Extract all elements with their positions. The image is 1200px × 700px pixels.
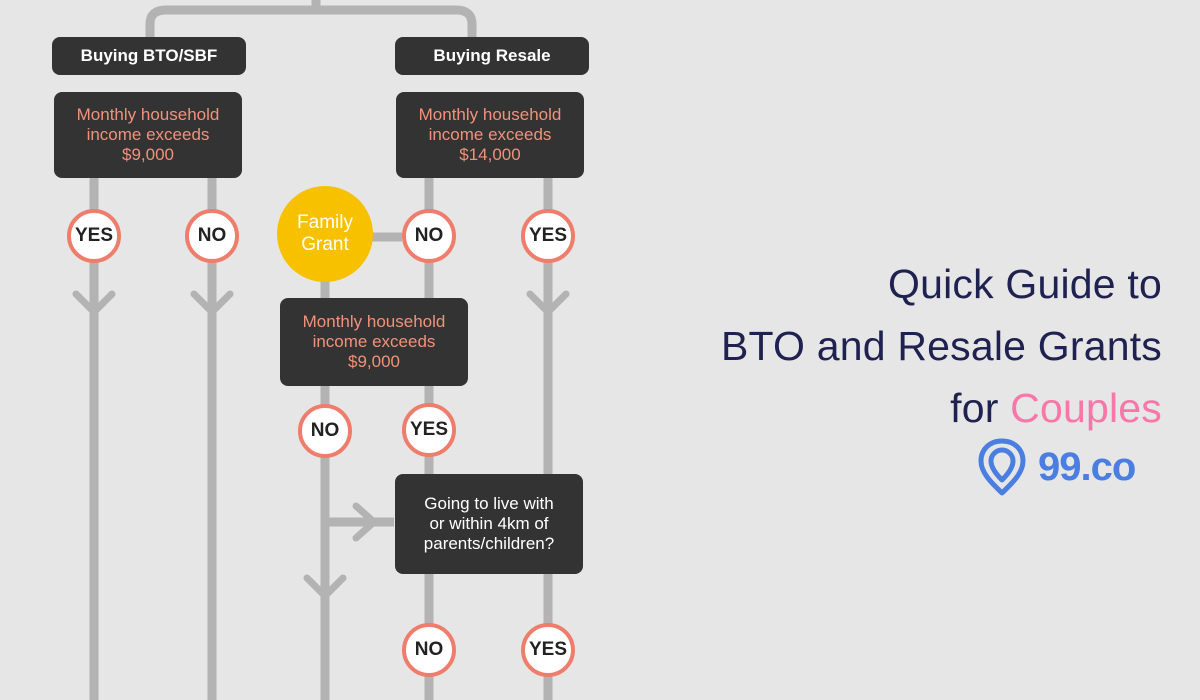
condition-mid-text: Monthly household income exceeds $9,000 — [302, 312, 446, 371]
family-grant-badge: Family Grant — [277, 186, 373, 282]
title-line-1: Quick Guide to — [888, 261, 1162, 307]
header-buying-resale: Buying Resale — [395, 37, 589, 75]
title-highlight: Couples — [1010, 385, 1162, 431]
condition-bto-text: Monthly household income exceeds $9,000 — [76, 105, 220, 164]
arrow-mid-no — [303, 574, 347, 600]
title-line-3-prefix: for — [950, 385, 999, 431]
arrow-resale-yes — [526, 290, 570, 316]
arrow-bto-no — [190, 290, 234, 316]
resale-no-circle: NO — [402, 209, 456, 263]
question-yes-circle: YES — [521, 623, 575, 677]
guide-title: Quick Guide to BTO and Resale Grants for… — [721, 253, 1162, 439]
condition-bto-income: Monthly household income exceeds $9,000 — [54, 92, 242, 178]
arrow-bto-yes — [72, 290, 116, 316]
question-live-near-parents: Going to live with or within 4km of pare… — [395, 474, 583, 574]
bto-yes-circle: YES — [67, 209, 121, 263]
condition-resale-text: Monthly household income exceeds $14,000 — [418, 105, 562, 164]
condition-mid-income: Monthly household income exceeds $9,000 — [280, 298, 468, 386]
bto-no-circle: NO — [185, 209, 239, 263]
title-line-3: for Couples — [721, 377, 1162, 439]
title-line-2: BTO and Resale Grants — [721, 323, 1162, 369]
mid-no-circle: NO — [298, 404, 352, 458]
logo-text: 99.co — [1038, 444, 1136, 489]
arrow-to-question — [352, 502, 378, 542]
mid-yes-circle: YES — [402, 403, 456, 457]
brand-logo: 99.co — [976, 437, 1136, 497]
condition-resale-income: Monthly household income exceeds $14,000 — [396, 92, 584, 178]
header-buying-bto: Buying BTO/SBF — [52, 37, 246, 75]
resale-yes-circle: YES — [521, 209, 575, 263]
question-text: Going to live with or within 4km of pare… — [423, 494, 555, 553]
top-connector — [145, 5, 477, 40]
map-pin-icon — [978, 438, 1026, 496]
question-no-circle: NO — [402, 623, 456, 677]
